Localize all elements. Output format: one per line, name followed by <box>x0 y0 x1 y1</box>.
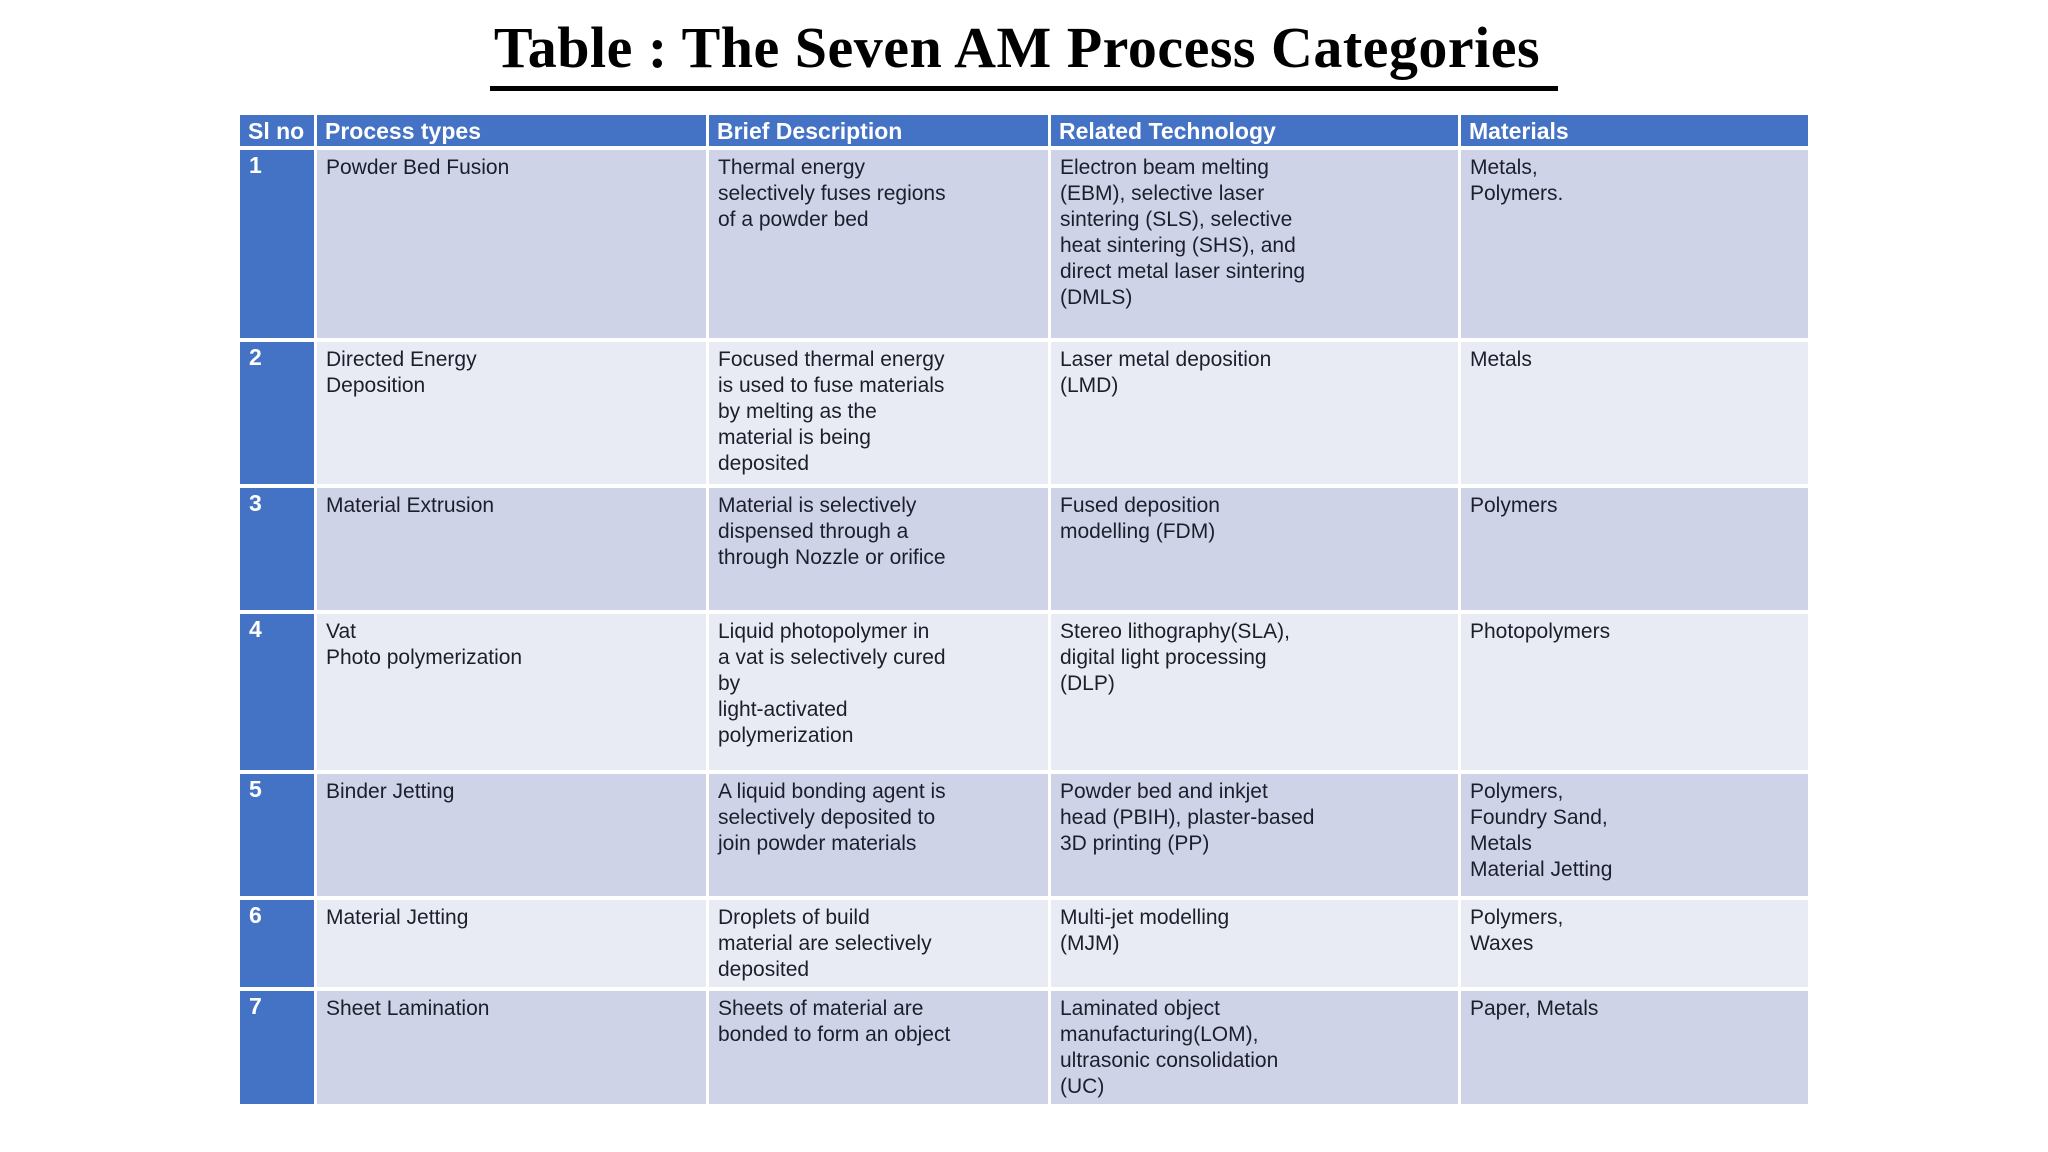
materials-cell: Polymers, Waxes <box>1461 900 1808 991</box>
am-process-table: Sl no Process types Brief Description Re… <box>240 115 1808 1108</box>
title-container: Table : The Seven AM Process Categories <box>0 12 2048 91</box>
column-header-process-types: Process types <box>317 115 709 150</box>
materials-cell: Photopolymers <box>1461 614 1808 774</box>
technology-cell: Stereo lithography(SLA), digital light p… <box>1051 614 1461 774</box>
materials-cell: Polymers <box>1461 488 1808 614</box>
row-number-cell: 2 <box>240 342 317 488</box>
row-number-cell: 7 <box>240 991 317 1108</box>
materials-cell: Paper, Metals <box>1461 991 1808 1108</box>
description-cell: Sheets of material are bonded to form an… <box>709 991 1051 1108</box>
technology-cell: Laminated object manufacturing(LOM), ult… <box>1051 991 1461 1108</box>
description-cell: Thermal energy selectively fuses regions… <box>709 150 1051 342</box>
process-type-cell: Vat Photo polymerization <box>317 614 709 774</box>
description-cell: Liquid photopolymer in a vat is selectiv… <box>709 614 1051 774</box>
description-cell: Droplets of build material are selective… <box>709 900 1051 991</box>
column-header-sl-no: Sl no <box>240 115 317 150</box>
header-row: Sl no Process types Brief Description Re… <box>240 115 1808 150</box>
process-type-cell: Directed Energy Deposition <box>317 342 709 488</box>
process-type-cell: Binder Jetting <box>317 774 709 900</box>
materials-cell: Polymers, Foundry Sand, Metals Material … <box>1461 774 1808 900</box>
row-number-cell: 4 <box>240 614 317 774</box>
process-type-cell: Material Jetting <box>317 900 709 991</box>
column-header-materials: Materials <box>1461 115 1808 150</box>
description-cell: Focused thermal energy is used to fuse m… <box>709 342 1051 488</box>
row-number-cell: 1 <box>240 150 317 342</box>
column-header-brief-description: Brief Description <box>709 115 1051 150</box>
technology-cell: Electron beam melting (EBM), selective l… <box>1051 150 1461 342</box>
technology-cell: Multi-jet modelling (MJM) <box>1051 900 1461 991</box>
row-number-cell: 5 <box>240 774 317 900</box>
table-header: Sl no Process types Brief Description Re… <box>240 115 1808 150</box>
row-number-cell: 6 <box>240 900 317 991</box>
technology-cell: Powder bed and inkjet head (PBIH), plast… <box>1051 774 1461 900</box>
process-type-cell: Sheet Lamination <box>317 991 709 1108</box>
technology-cell: Fused deposition modelling (FDM) <box>1051 488 1461 614</box>
materials-cell: Metals, Polymers. <box>1461 150 1808 342</box>
description-cell: Material is selectively dispensed throug… <box>709 488 1051 614</box>
description-cell: A liquid bonding agent is selectively de… <box>709 774 1051 900</box>
column-header-related-technology: Related Technology <box>1051 115 1461 150</box>
process-type-cell: Powder Bed Fusion <box>317 150 709 342</box>
process-type-cell: Material Extrusion <box>317 488 709 614</box>
row-number-cell: 3 <box>240 488 317 614</box>
technology-cell: Laser metal deposition (LMD) <box>1051 342 1461 488</box>
materials-cell: Metals <box>1461 342 1808 488</box>
page-title: Table : The Seven AM Process Categories <box>489 12 1559 91</box>
